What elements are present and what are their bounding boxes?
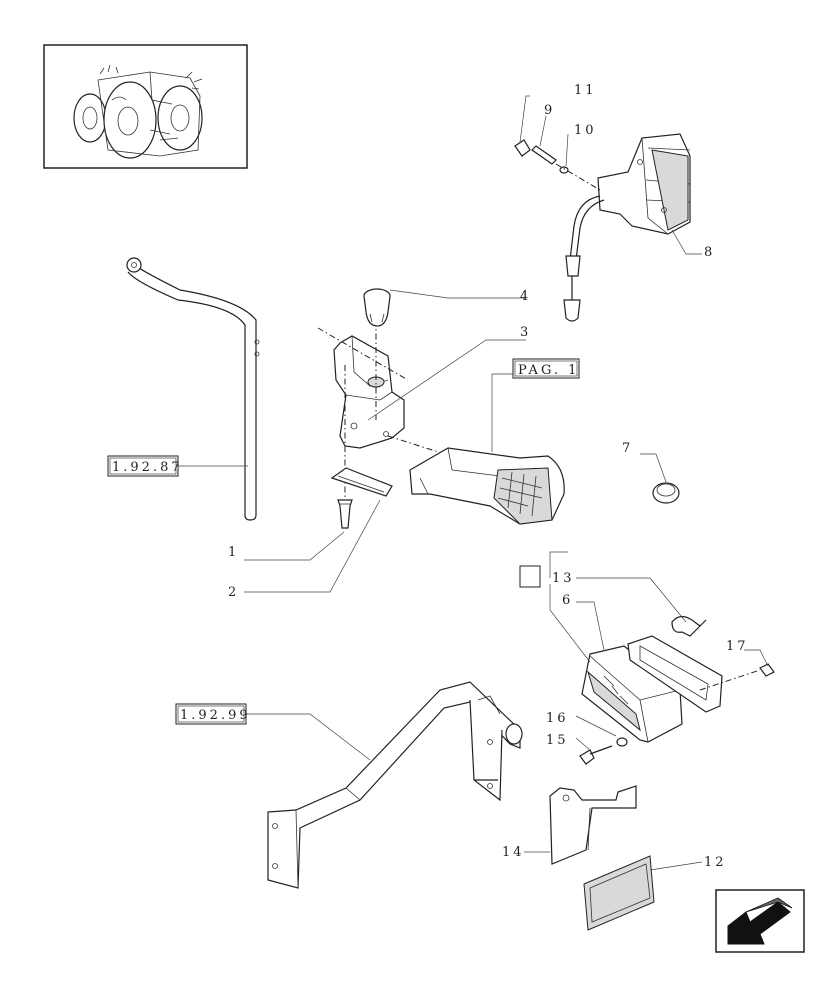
work-lamp-assembly [409, 447, 565, 525]
tractor-thumbnail-icon[interactable] [43, 44, 248, 169]
callout-1: 1 [228, 545, 239, 560]
callout-7: 7 [622, 441, 633, 456]
bracket-part-3 [333, 335, 405, 449]
lamp-gasket [627, 635, 723, 713]
screw-part-15 [579, 745, 613, 765]
svg-text:1.92.99: 1.92.99 [180, 708, 251, 723]
callout-12: 12 [704, 855, 727, 870]
callout-10: 10 [574, 123, 597, 138]
callout-14: 14 [502, 845, 525, 860]
callout-9: 9 [544, 103, 555, 118]
bulb-part-13 [671, 615, 707, 637]
reflector-part-12 [583, 855, 655, 931]
washer-part-10 [559, 166, 569, 174]
washer-part-16 [616, 737, 628, 747]
reference-pag-1[interactable]: PAG. 1 [512, 358, 580, 379]
next-page-arrow-icon[interactable] [715, 889, 805, 953]
callout-8: 8 [704, 245, 715, 260]
support-arm [267, 681, 523, 889]
callout-3: 3 [520, 325, 531, 340]
reference-1-92-87[interactable]: 1.92.87 [107, 455, 183, 477]
pad-part-2 [330, 467, 393, 497]
plate-bracket-part-14 [549, 785, 637, 865]
reference-1-92-99[interactable]: 1.92.99 [175, 703, 251, 725]
svg-text:PAG. 1: PAG. 1 [518, 363, 579, 378]
side-tube-handle [126, 257, 260, 521]
bolt-part-11 [514, 139, 531, 157]
callout-4: 4 [520, 289, 531, 304]
callout-2: 2 [228, 585, 239, 600]
screw-part-1 [337, 499, 353, 529]
callout-11: 11 [574, 83, 597, 98]
knob-part-4 [363, 288, 391, 327]
callout-17: 17 [726, 639, 749, 654]
grommet-part-7 [652, 482, 680, 504]
leader-lines [178, 95, 769, 871]
nut-part-17 [759, 663, 775, 677]
callout-5-box [519, 565, 541, 588]
callout-13: 13 [552, 571, 575, 586]
screw-part-9 [531, 145, 557, 165]
callout-16: 16 [546, 711, 569, 726]
callout-6: 6 [562, 593, 573, 608]
callout-15: 15 [546, 733, 569, 748]
beacon-lamp-part-8 [563, 133, 691, 322]
svg-text:1.92.87: 1.92.87 [112, 460, 183, 475]
